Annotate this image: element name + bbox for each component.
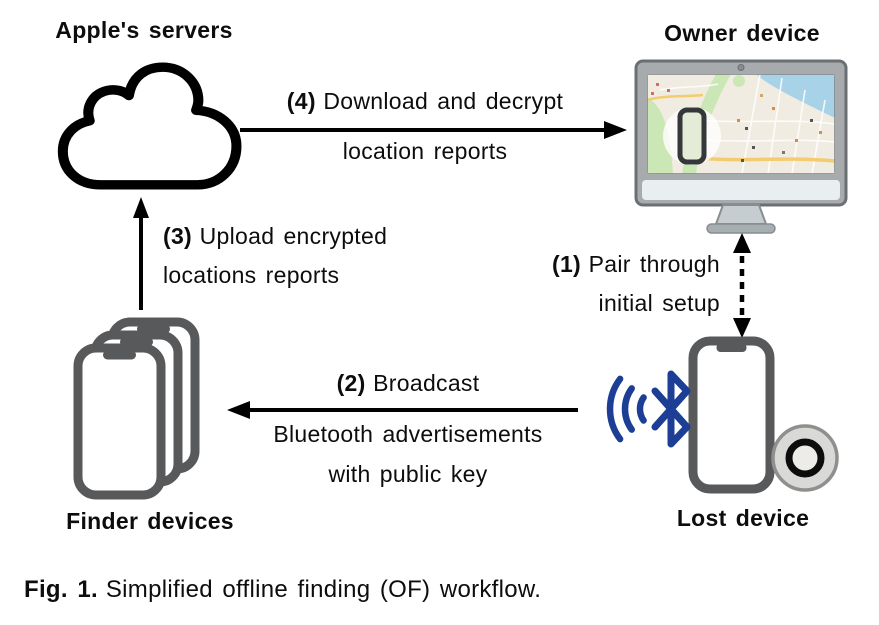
- finder-phones-icon: [73, 317, 200, 500]
- monitor-stand: [714, 204, 768, 225]
- map-water: [756, 74, 835, 118]
- arrow-step1-dashed: [733, 233, 751, 338]
- lost-device-label: Lost device: [676, 505, 810, 531]
- arrow-step2: [227, 401, 578, 419]
- bluetooth-rune-icon: [651, 370, 691, 448]
- map-screen: [647, 74, 835, 174]
- arrow-step4: [240, 121, 627, 139]
- step2-line1: (2)Broadcast: [336, 370, 480, 396]
- step2-number: (2): [336, 370, 366, 396]
- finder-devices-label: Finder devices: [66, 508, 234, 534]
- step3-line1: (3)Upload encrypted: [163, 223, 388, 249]
- cloud-icon: [57, 62, 242, 190]
- arrow-step3: [133, 197, 149, 310]
- step4-line2: location reports: [342, 138, 508, 164]
- step4-number: (4): [286, 88, 316, 114]
- bluetooth-icon: [606, 370, 691, 448]
- owner-device-label: Owner device: [664, 20, 820, 46]
- camera-dot-icon: [737, 64, 745, 71]
- caption-prefix: Fig. 1.: [24, 576, 98, 603]
- step2-line3: with public key: [328, 461, 488, 487]
- map-located-phone-icon: [677, 107, 707, 165]
- monitor-stand-base: [706, 223, 776, 234]
- step1-line2: initial setup: [598, 290, 720, 316]
- step1-number: (1): [552, 251, 582, 277]
- step3-number: (3): [163, 223, 193, 249]
- step2-line2: Bluetooth advertisements: [273, 421, 543, 447]
- apple-servers-label: Apple's servers: [55, 17, 233, 43]
- map-poi-dots: [651, 83, 822, 162]
- lost-phone-icon: [688, 336, 775, 494]
- figure-caption: Fig. 1. Simplified offline finding (OF) w…: [24, 576, 541, 603]
- caption-text: Simplified offline finding (OF) workflow…: [105, 576, 542, 603]
- owner-monitor-icon: [634, 59, 848, 234]
- finder-phone-front: [73, 343, 166, 500]
- step4-line1: (4)Download and decrypt: [286, 88, 564, 114]
- airtag-icon: [771, 424, 839, 492]
- step3-line2: locations reports: [163, 262, 340, 288]
- step1-line1: (1)Pair through: [552, 251, 720, 277]
- bluetooth-waves-icon: [606, 375, 647, 443]
- monitor-chin: [642, 180, 840, 200]
